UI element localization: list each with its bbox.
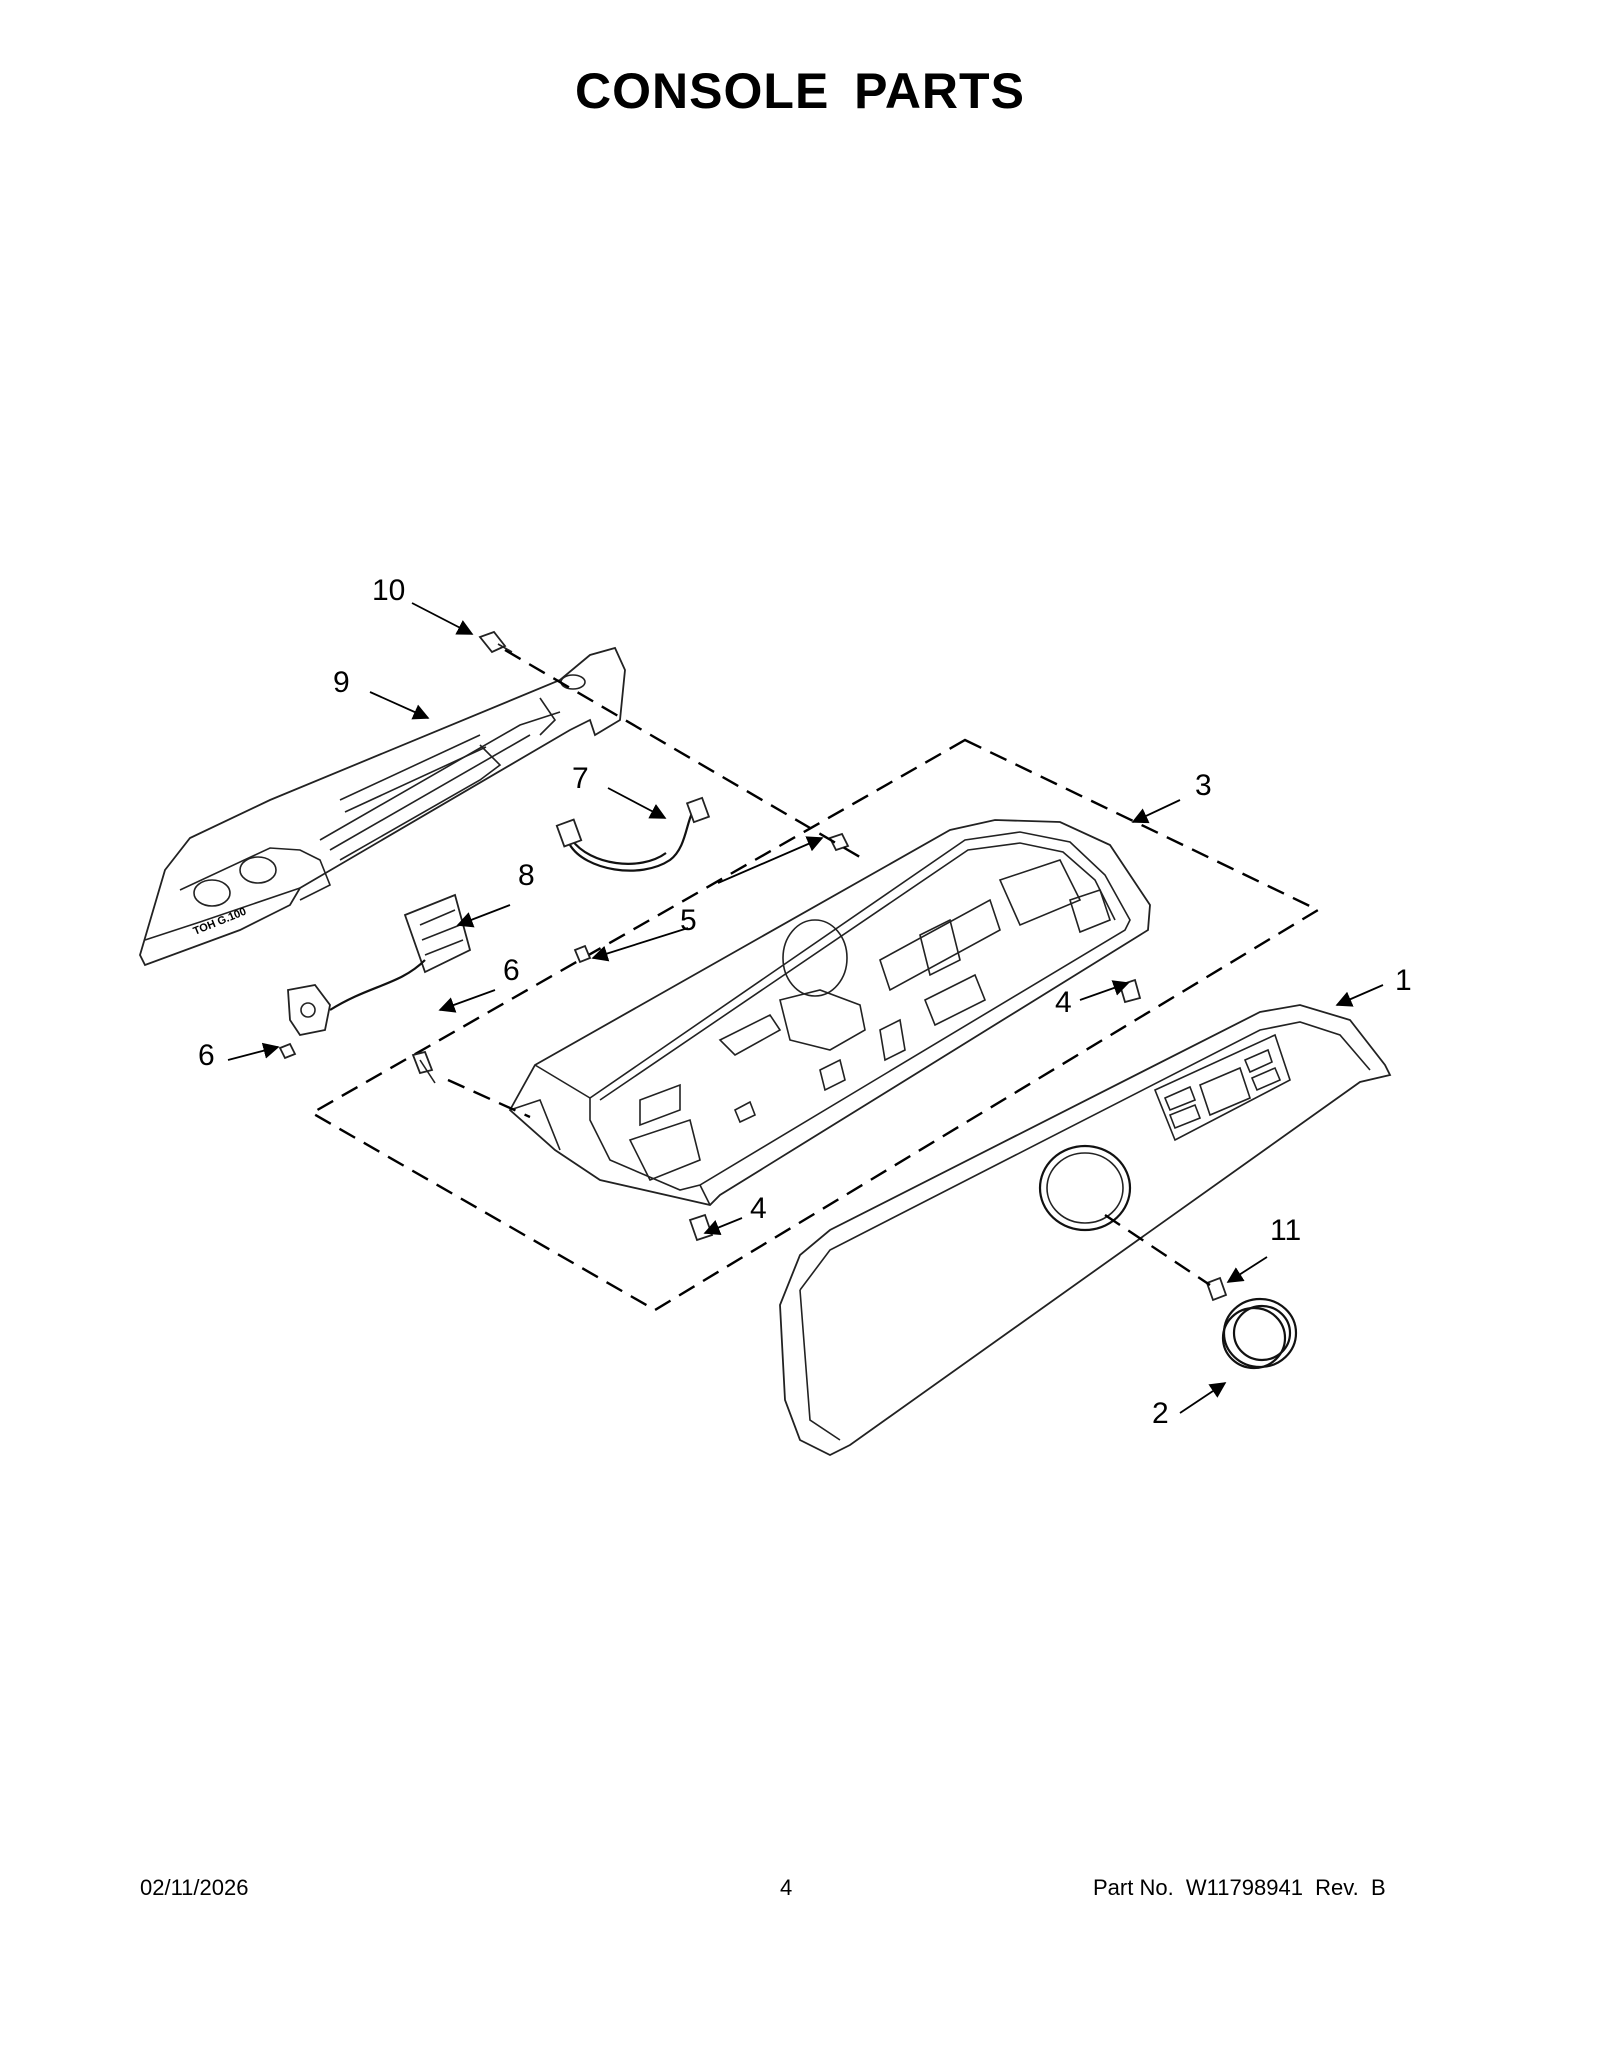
callout-8: 8 [518, 859, 535, 892]
callout-7: 7 [572, 762, 589, 795]
part-7-wire-harness [555, 796, 711, 872]
callout-10: 10 [372, 574, 405, 607]
footer-date: 02/11/2026 [140, 1875, 249, 1900]
callout-1: 1 [1395, 964, 1412, 997]
part-5-clip-upper [828, 832, 850, 852]
callout-4-upper: 4 [1055, 986, 1072, 1019]
callout-11: 11 [1270, 1214, 1301, 1247]
callout-5: 5 [680, 904, 697, 937]
callout-4-lower: 4 [750, 1192, 767, 1225]
part-3-console-housing [508, 819, 1151, 1242]
callout-6-upper: 6 [503, 954, 520, 987]
callout-9: 9 [333, 666, 350, 699]
page-title: CONSOLE PARTS [575, 63, 1025, 119]
part-10-screw [478, 630, 513, 654]
callout-3: 3 [1195, 769, 1212, 802]
part-2-knob-ring [1221, 1297, 1298, 1370]
part-6-screw-left [278, 1042, 297, 1060]
part-9-console-rear-trim: TOH G.100 [139, 646, 626, 967]
alignment-lines [447, 648, 1211, 1286]
part-8-control-board [287, 893, 472, 1037]
callout-2: 2 [1152, 1397, 1169, 1430]
part-6-screw-upper [411, 1050, 436, 1084]
footer-part-number: Part No. W11798941 Rev. B [1093, 1875, 1386, 1900]
part-5-clip-lower [573, 944, 592, 964]
assembly-boundary-dashed [309, 738, 1321, 1312]
footer-page-number: 4 [780, 1875, 793, 1900]
leader-lines [227, 602, 1384, 1414]
part-1-console-front-panel [779, 1004, 1392, 1457]
callout-6-left: 6 [198, 1039, 215, 1072]
part-11-knob-insert [1205, 1276, 1228, 1302]
